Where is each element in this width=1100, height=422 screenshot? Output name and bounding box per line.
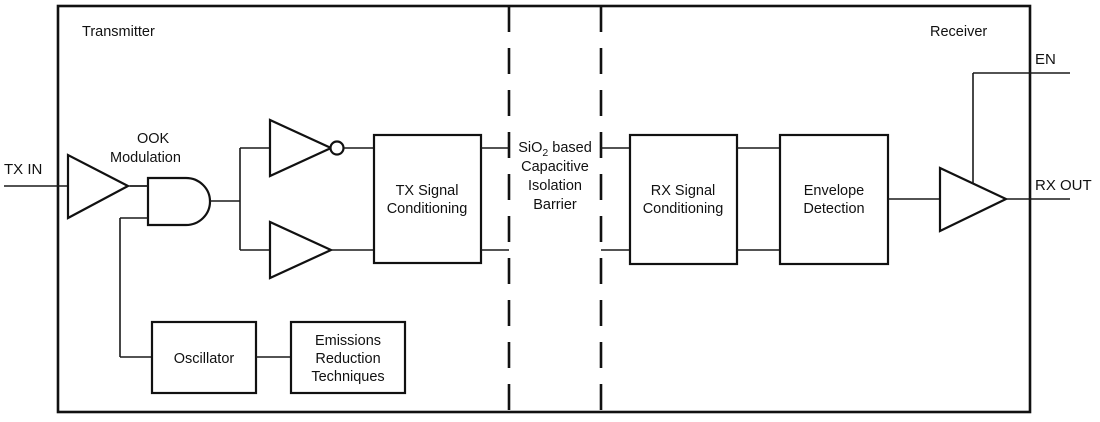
barrier-label-line2: Capacitive xyxy=(521,159,589,175)
barrier-label-line1: SiO2 based xyxy=(518,140,592,159)
chip-outer-border xyxy=(56,4,1032,414)
en-port-label: EN xyxy=(1035,51,1056,68)
envelope-detection-label-line2: Detection xyxy=(803,201,864,217)
buffer-gate xyxy=(268,220,334,280)
rx-out-port-label: RX OUT xyxy=(1035,177,1092,194)
emissions-reduction-block xyxy=(289,320,407,395)
envelope-detection-label-line1: Envelope xyxy=(804,183,864,199)
emissions-reduction-label-line3: Techniques xyxy=(311,369,384,385)
rx-signal-conditioning-label-line1: RX Signal xyxy=(651,183,715,199)
tx-signal-conditioning-label-line2: Conditioning xyxy=(387,201,468,217)
input-buffer-gate xyxy=(66,153,131,220)
receiver-section-label: Receiver xyxy=(930,24,987,40)
barrier-label-subscript: 2 xyxy=(542,147,548,159)
oscillator-label: Oscillator xyxy=(174,351,235,367)
tx-in-port-label: TX IN xyxy=(4,161,42,178)
ook-modulation-label-line1: OOK xyxy=(137,131,170,147)
envelope-detection-block xyxy=(778,133,890,266)
and-gate xyxy=(146,176,212,227)
rx-signal-conditioning-label-line2: Conditioning xyxy=(643,201,724,217)
inverter-bubble-icon xyxy=(329,140,345,156)
barrier-label-sio: SiO xyxy=(518,140,542,156)
transmitter-section-label: Transmitter xyxy=(82,24,155,40)
tx-signal-conditioning-label-line1: TX Signal xyxy=(396,183,459,199)
barrier-label-line3: Isolation xyxy=(528,178,582,194)
barrier-label-line4: Barrier xyxy=(533,197,577,213)
rx-signal-conditioning-block xyxy=(628,133,739,266)
inverter-gate xyxy=(268,118,334,178)
tx-signal-conditioning-block xyxy=(372,133,483,265)
emissions-reduction-label-line1: Emissions xyxy=(315,333,381,349)
barrier-label-based: based xyxy=(548,140,592,156)
ook-modulation-label-line2: Modulation xyxy=(110,150,181,166)
emissions-reduction-label-line2: Reduction xyxy=(315,351,380,367)
